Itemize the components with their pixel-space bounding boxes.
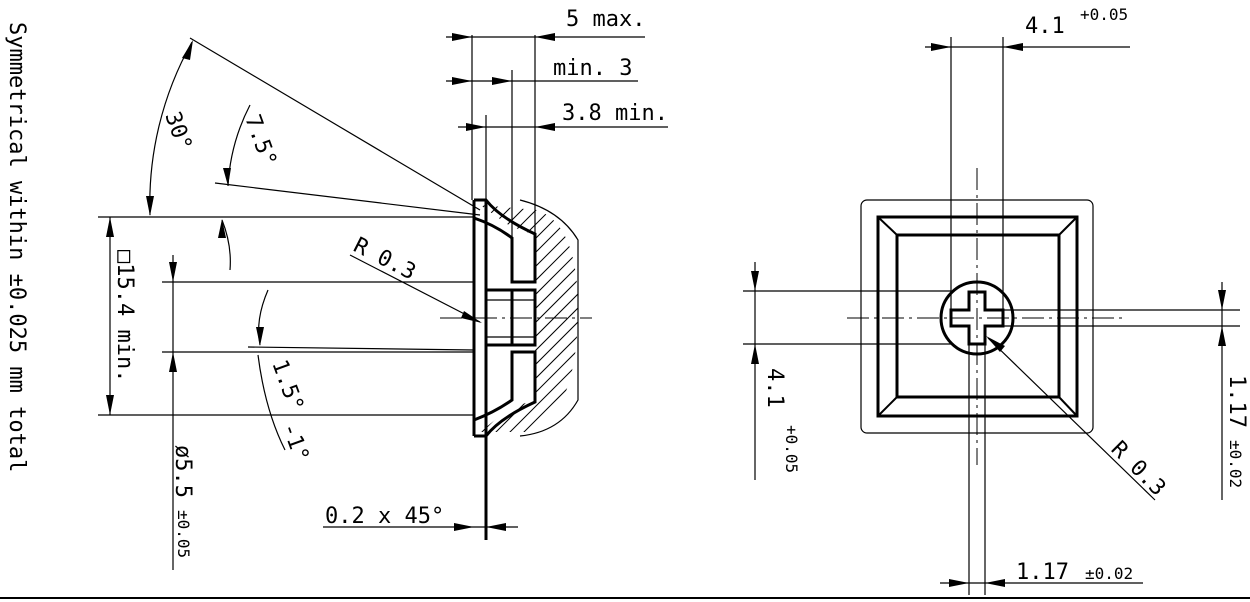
arrow [466, 123, 486, 131]
hatch-line [628, 200, 868, 440]
angle-line-30 [189, 37, 481, 211]
hatch-line [480, 205, 579, 432]
chamfer-label: 0.2 x 45° [325, 504, 444, 529]
side-view: 5 max. min. 3 3.8 min. 30° 7.5° [98, 7, 924, 570]
hatch-line [194, 200, 434, 440]
arrow [169, 262, 177, 282]
arrow [256, 327, 264, 346]
diameter-tol-label: ±0.05 [174, 510, 193, 558]
angle-30-label: 30° [159, 109, 196, 155]
front-left-dim-label: 4.1 [762, 368, 787, 408]
hatch-line [614, 200, 854, 440]
arrow [535, 123, 555, 131]
front-bottom-dim-label: 1.17 [1016, 560, 1069, 585]
side-radius-label: R 0.3 [349, 233, 419, 285]
arrow [492, 77, 512, 85]
arrow [223, 168, 231, 186]
arrow [535, 33, 555, 41]
front-left-tol-label: +0.05 [782, 425, 801, 473]
dim-min3-label: min. 3 [553, 56, 632, 81]
hatch-line [515, 205, 579, 432]
hatch-line [600, 200, 840, 440]
angle-arc-30 [149, 41, 193, 216]
arrow [452, 33, 472, 41]
corner-line [877, 216, 898, 236]
hatch-line [557, 205, 579, 432]
arrow [454, 523, 474, 531]
front-right-tol-label: ±0.02 [1226, 440, 1245, 488]
corner-line [877, 396, 898, 417]
corner-line [1058, 396, 1078, 417]
hatch-line [480, 205, 533, 432]
hatch-line [480, 205, 519, 432]
hatch-line [236, 200, 476, 440]
hatch-line [480, 205, 579, 432]
arrow [486, 523, 506, 531]
arrow [751, 344, 759, 364]
arrow [106, 217, 114, 237]
hatch-line [208, 200, 448, 440]
dim-38-label: 3.8 min. [562, 101, 668, 126]
arrow [931, 43, 951, 51]
square-label: □15.4 min. [112, 250, 137, 382]
angle-line-75 [214, 182, 481, 216]
hatch-line [642, 200, 882, 440]
dim-5max-label: 5 max. [566, 7, 645, 32]
front-top-tol-label: +0.05 [1080, 5, 1128, 24]
front-top-dim-label: 4.1 [1025, 14, 1065, 39]
front-radius-label: R 0.3 [1106, 437, 1171, 502]
arrow [452, 77, 472, 85]
arrow [1218, 290, 1226, 310]
arrow [949, 579, 969, 587]
hatch-line [487, 205, 579, 432]
arrow [106, 395, 114, 415]
arrow [751, 271, 759, 291]
front-right-dim-label: 1.17 [1224, 375, 1249, 428]
angle-arc-top-ref [221, 219, 231, 271]
hatch-line [222, 200, 462, 440]
hatch-line [543, 205, 579, 432]
hatch-line [480, 205, 579, 432]
hatch-line [586, 200, 826, 440]
cap-outline [519, 199, 579, 437]
front-view: 4.1 +0.05 4.1 +0.05 1.17 ±0.02 1.17 ±0.0… [743, 5, 1249, 595]
corner-line [1058, 216, 1078, 236]
stem-circle [939, 280, 1015, 356]
front-radius-leader [987, 337, 1156, 501]
angle-15-label: 1.5° [266, 357, 308, 415]
arrow [1218, 326, 1226, 346]
arrow [985, 579, 1005, 587]
arrow [218, 219, 226, 238]
hatch-line [670, 200, 910, 440]
bottom-chamfer [473, 350, 537, 438]
ref-line-15 [247, 346, 475, 351]
radius-leader [349, 254, 481, 323]
keycap-inner [895, 233, 1061, 399]
hatch-line [684, 200, 924, 440]
symmetry-note: Symmetrical within ±0.025 mm total [4, 22, 29, 472]
angle-75-label: 7.5° [239, 112, 281, 170]
arrow [146, 196, 154, 216]
hatch-line [480, 205, 579, 432]
angle-tol-label: -1° [276, 420, 313, 466]
arrow [169, 352, 177, 372]
hatch-line [480, 205, 579, 432]
arrow [461, 311, 482, 323]
angle-arc-15-lower [257, 354, 286, 451]
diameter-label: ø5.5 [170, 445, 195, 498]
hatch-line [480, 205, 579, 432]
hatch-line [501, 205, 579, 432]
arrow [182, 40, 193, 60]
top-chamfer [473, 198, 537, 284]
front-bottom-tol-label: ±0.02 [1085, 564, 1133, 583]
arrow [986, 336, 1005, 352]
arrow [1003, 43, 1023, 51]
